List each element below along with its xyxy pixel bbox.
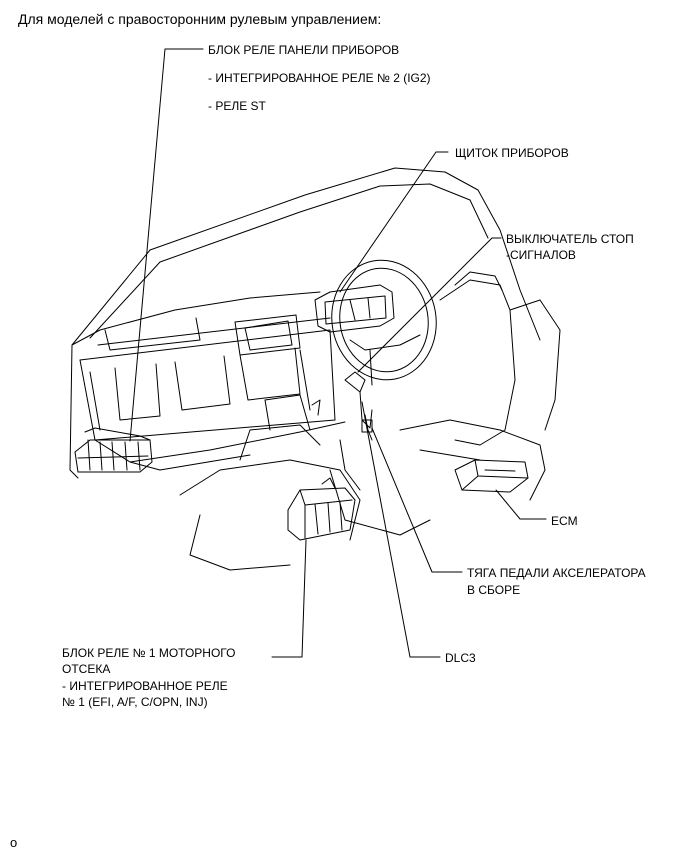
label-dlc3: DLC3 [445,651,476,665]
center-console-and-passenger-seat [179,394,431,571]
label-engine-relay-line4: № 1 (EFI, A/F, C/OPN, INJ) [62,695,208,709]
label-ig2-relay: - ИНТЕГРИРОВАННОЕ РЕЛЕ № 2 (IG2) [208,71,431,85]
dashboard [71,291,346,471]
engine-room-relay-block [287,477,356,541]
steering-and-meter [314,259,437,393]
leader-lines [129,48,547,658]
pedal-area [339,391,373,491]
label-engine-relay-line1: БЛОК РЕЛЕ № 1 МОТОРНОГО [62,646,236,660]
label-engine-relay-line2: ОТСЕКА [62,662,111,676]
label-stop-switch-line1: ВЫКЛЮЧАТЕЛЬ СТОП [506,232,634,246]
cabin-outline [69,167,541,479]
label-ecm: ECM [551,514,578,528]
label-accel-pedal-line2: В СБОРЕ [467,583,521,597]
label-instrument-relay-block: БЛОК РЕЛЕ ПАНЕЛИ ПРИБОРОВ [208,43,400,57]
page-heading: Для моделей с правосторонним рулевым упр… [18,11,382,27]
instrument-panel-relay-block [74,427,153,473]
ecm-unit [454,459,529,493]
label-stop-switch-line2: -СИГНАЛОВ [506,248,576,262]
label-engine-relay-line3: - ИНТЕГРИРОВАННОЕ РЕЛЕ [62,679,228,693]
label-st-relay: - РЕЛЕ ST [208,99,266,113]
driver-seat [399,271,561,501]
label-combination-meter: ЩИТОК ПРИБОРОВ [455,146,569,160]
label-accel-pedal-line1: ТЯГА ПЕДАЛИ АКСЕЛЕРАТОРА [467,566,646,580]
footer-mark: o [10,835,18,850]
